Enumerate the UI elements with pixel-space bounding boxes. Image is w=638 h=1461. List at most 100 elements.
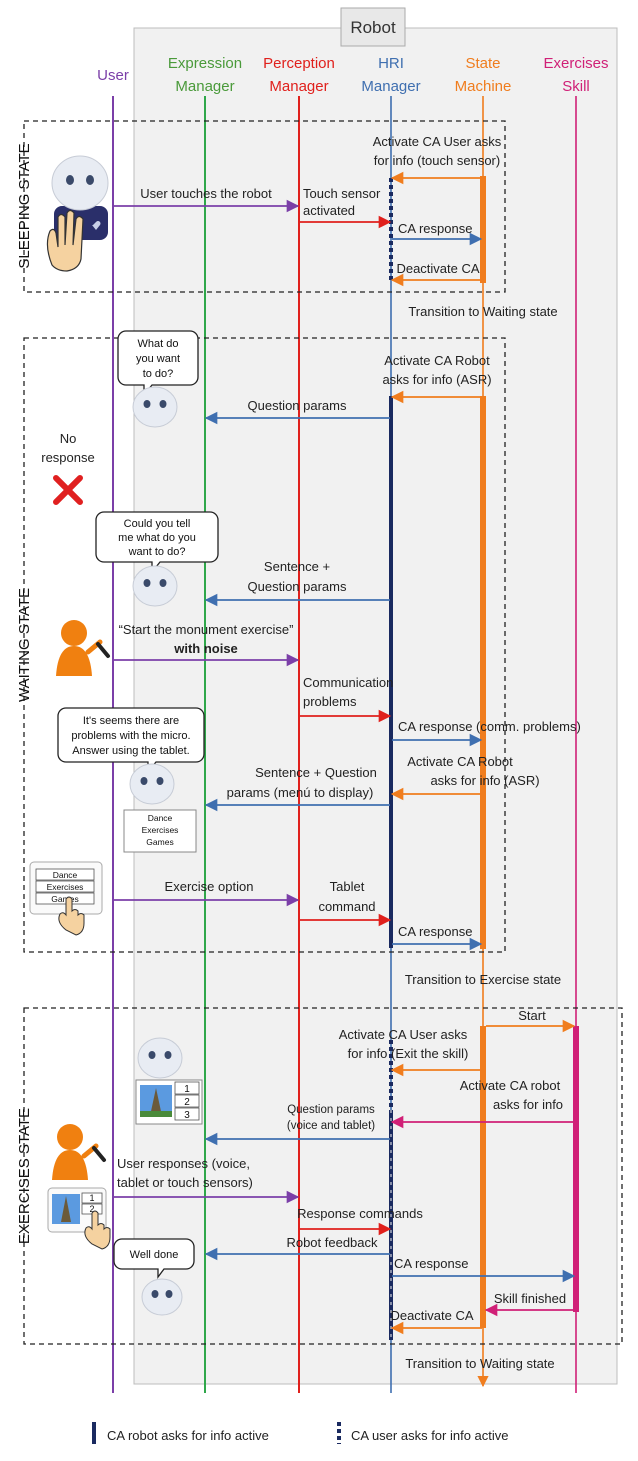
label-m16b: command	[318, 899, 375, 914]
legend-dotted-label: CA user asks for info active	[351, 1428, 509, 1443]
robot-label-box	[340, 7, 406, 47]
waiting-state-box	[23, 337, 506, 953]
robot-label: Robot	[350, 18, 396, 37]
no-response-line1: No	[60, 431, 77, 446]
hand-pointer-icon-2	[84, 1210, 111, 1250]
legend-solid-label: CA robot asks for info active	[107, 1428, 269, 1443]
robot-face-5	[141, 1278, 183, 1316]
waiting-state-title: WAITING STATE	[16, 588, 33, 702]
label-m13b: asks for info (ASR)	[430, 773, 539, 788]
robot-option-3: 3	[184, 1110, 190, 1121]
robot-option-1: 1	[184, 1084, 190, 1095]
label-m12: CA response (comm. problems)	[398, 719, 581, 734]
lane-expression-header-1: Expression	[168, 55, 242, 72]
bubble4-text: Well done	[130, 1249, 179, 1261]
lane-user-header: User	[97, 67, 129, 84]
label-m14b: params (menú to display)	[227, 785, 374, 800]
label-m27: Skill finished	[494, 1291, 566, 1306]
exercises-state-title: EXERCISES STATE	[16, 1108, 33, 1244]
label-m15: Exercise option	[165, 879, 254, 894]
label-m23a: User responses (voice,	[117, 1156, 250, 1171]
lane-perception-header-1: Perception	[263, 55, 335, 72]
label-m11b: problems	[303, 694, 357, 709]
label-m23b: tablet or touch sensors)	[117, 1175, 253, 1190]
exercises-state-box	[23, 1007, 623, 1345]
user-menu-item-games: Games	[51, 894, 78, 904]
label-m13a: Activate CA Robot	[407, 754, 513, 769]
bubble3-line3: Answer using the tablet.	[72, 745, 189, 757]
robot-exercise-tablet: 1 2 3	[135, 1079, 203, 1125]
label-m20b: for info (Exit the skill)	[348, 1046, 469, 1061]
bubble3-line2: problems with the micro.	[71, 730, 190, 742]
label-m10b: with noise	[173, 641, 238, 656]
lane-expression-header-2: Manager	[175, 78, 234, 95]
robot-tablet-menu: Dance Exercises Games	[123, 809, 197, 853]
hand-touch-icon	[46, 209, 84, 272]
lane-state-header-1: State	[465, 55, 500, 72]
user-option-2: 2	[89, 1204, 94, 1214]
label-m1b: for info (touch sensor)	[374, 153, 500, 168]
sleeping-state-box	[23, 120, 506, 293]
label-m8: Question params	[248, 398, 347, 413]
lane-hri-header-1: HRI	[378, 55, 404, 72]
bubble1-line1: What do	[138, 338, 179, 350]
bubble2-line1: Could you tell	[124, 518, 191, 530]
label-m3b: activated	[303, 203, 355, 218]
label-m14a: Sentence + Question	[255, 765, 377, 780]
person-microphone-icon	[56, 620, 110, 676]
robot-option-2: 2	[184, 1097, 190, 1108]
speech-bubble-1: What do you want to do?	[117, 330, 199, 397]
label-m24: Response commands	[297, 1206, 423, 1221]
state-activation-bar-3	[480, 1026, 486, 1328]
label-m7a: Activate CA Robot	[384, 353, 490, 368]
user-option-1: 1	[89, 1193, 94, 1203]
label-m1a: Activate CA User asks	[373, 134, 502, 149]
lane-hri-header-2: Manager	[361, 78, 420, 95]
no-response-line2: response	[41, 450, 94, 465]
user-menu-item-dance: Dance	[53, 870, 78, 880]
state-activation-bar-2	[480, 396, 486, 949]
bubble3-line1: It's seems there are	[83, 715, 179, 727]
label-m3a: Touch sensor	[303, 186, 381, 201]
label-m28: Deactivate CA	[390, 1308, 473, 1323]
label-m19: Start	[518, 1008, 546, 1023]
robot-face-1	[132, 386, 178, 428]
robot-menu-item-dance: Dance	[148, 813, 173, 823]
label-m18: Transition to Exercise state	[405, 972, 561, 987]
robot-menu-item-exercises: Exercises	[142, 825, 179, 835]
lane-exercises-header-1: Exercises	[543, 55, 608, 72]
lane-exercises-header-2: Skill	[562, 78, 590, 95]
state-activation-bar-1	[480, 176, 486, 283]
hand-pointer-icon	[58, 896, 85, 936]
label-m17: CA response	[398, 924, 472, 939]
user-menu-item-exercises: Exercises	[47, 882, 84, 892]
label-m4: CA response	[398, 221, 472, 236]
label-m16a: Tablet	[330, 879, 365, 894]
label-m9b: Question params	[248, 579, 347, 594]
no-response-x-icon	[53, 475, 83, 505]
label-m22a: Question params	[287, 1104, 375, 1116]
speech-bubble-4: Well done	[113, 1238, 195, 1279]
label-m21a: Activate CA robot	[460, 1078, 561, 1093]
bubble2-line2: me what do you	[118, 532, 196, 544]
label-m26: CA response	[394, 1256, 468, 1271]
label-m9a: Sentence +	[264, 559, 330, 574]
speech-bubble-3: It's seems there are problems with the m…	[57, 707, 205, 774]
robot-face-2	[132, 565, 178, 607]
label-m11a: Communication	[303, 675, 393, 690]
label-m5: Deactivate CA	[396, 261, 479, 276]
label-m22b: (voice and tablet)	[287, 1120, 375, 1132]
label-m10a: “Start the monument exercise”	[119, 622, 294, 637]
label-m7b: asks for info (ASR)	[382, 372, 491, 387]
robot-face-3	[129, 763, 175, 805]
label-m2: User touches the robot	[140, 186, 272, 201]
robot-face-4	[137, 1037, 183, 1079]
robot-menu-item-games: Games	[146, 837, 173, 847]
lane-perception-header-2: Manager	[269, 78, 328, 95]
label-m20a: Activate CA User asks	[339, 1027, 468, 1042]
user-exercise-tablet: 1 2	[47, 1187, 111, 1250]
lane-state-header-2: Machine	[455, 78, 512, 95]
bubble1-line3: to do?	[143, 368, 174, 380]
robot-box	[133, 27, 618, 1385]
